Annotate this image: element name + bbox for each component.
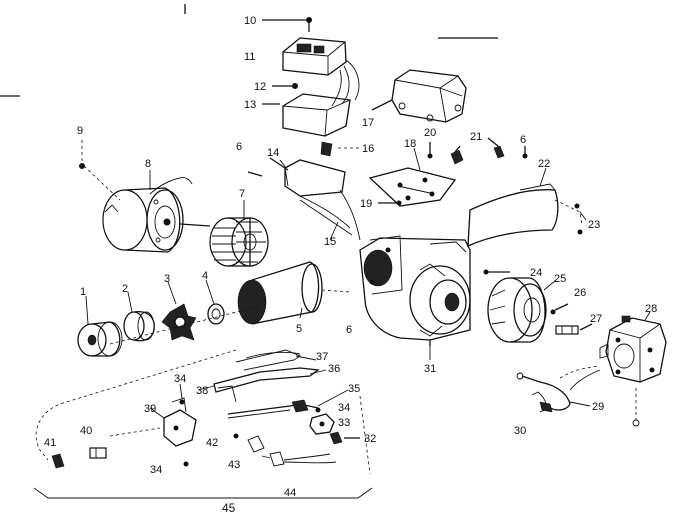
air-band-1 <box>77 321 123 357</box>
callout-12: 12 <box>254 81 266 93</box>
oil-line-29 <box>516 365 601 411</box>
tube-5 <box>237 261 351 325</box>
air-tube-22 <box>467 183 583 248</box>
callout-24: 24 <box>530 267 542 279</box>
callout-7: 7 <box>239 188 245 200</box>
screw-19 <box>378 200 402 206</box>
screw-26 <box>550 303 569 315</box>
callout-17: 17 <box>362 117 374 129</box>
callout-36: 36 <box>328 363 340 375</box>
leader-lines <box>85 147 651 419</box>
coupling-27 <box>555 323 593 335</box>
electrode-37 <box>245 351 301 359</box>
screw-24 <box>483 269 510 275</box>
callout-13: 13 <box>244 99 256 111</box>
callout-4: 4 <box>202 270 208 282</box>
grommet-16 <box>320 141 360 157</box>
callout-28: 28 <box>645 303 657 315</box>
electrode-holder-38 <box>217 385 237 403</box>
callout-14: 14 <box>267 147 279 159</box>
terminal-44 <box>261 451 337 467</box>
callout-42: 42 <box>206 437 218 449</box>
callout-10: 10 <box>244 15 256 27</box>
callout-38: 38 <box>196 385 208 397</box>
spacer-4 <box>207 303 225 325</box>
callout-35: 35 <box>348 383 360 395</box>
fitting-41 <box>51 453 65 469</box>
callout-33: 33 <box>338 417 350 429</box>
callout-8: 8 <box>145 158 151 170</box>
callout-11: 11 <box>244 51 255 63</box>
callout-26: 26 <box>574 287 586 299</box>
fan-wheel-3 <box>161 303 197 341</box>
callout-29: 29 <box>592 401 604 413</box>
screw-9 <box>79 140 121 201</box>
screw-10 <box>262 17 312 32</box>
callout-labels: 1 2 3 4 5 6 6 6 7 8 9 10 11 12 13 14 15 … <box>44 15 657 515</box>
ignition-transformer-17 <box>371 69 467 123</box>
fittings-21 <box>450 137 528 165</box>
callout-16: 16 <box>362 143 374 155</box>
callout-9: 9 <box>77 125 83 137</box>
callout-21: 21 <box>470 131 482 143</box>
screw-34c <box>183 461 189 467</box>
pump-adapter-25 <box>487 277 547 343</box>
electrode-36 <box>213 349 320 393</box>
callout-18: 18 <box>404 138 416 150</box>
callout-27: 27 <box>590 313 602 325</box>
callout-6-fitting: 6 <box>520 134 526 146</box>
callout-25: 25 <box>554 273 566 285</box>
callout-31: 31 <box>424 363 436 375</box>
screw-12 <box>272 83 298 89</box>
callout-34-right: 34 <box>338 402 350 414</box>
nozzle-30 <box>531 391 553 413</box>
callout-20: 20 <box>424 127 436 139</box>
fuel-pump-28 <box>599 315 667 427</box>
bracket-39 <box>163 397 197 447</box>
wire-15 <box>299 199 353 236</box>
callout-6-housing: 6 <box>346 324 352 336</box>
callout-1: 1 <box>80 286 86 298</box>
fitting-33 <box>309 407 335 435</box>
callout-22: 22 <box>538 158 550 170</box>
callout-19: 19 <box>360 198 372 210</box>
burner-housing-31 <box>359 235 471 346</box>
nozzle-line-35 <box>227 399 319 419</box>
fitting-40 <box>89 447 107 459</box>
primary-control-11 <box>282 37 360 107</box>
callout-34-bottom: 34 <box>150 464 162 476</box>
sub-base-13 <box>262 93 351 137</box>
callout-37: 37 <box>316 351 328 363</box>
callout-32: 32 <box>364 433 376 445</box>
blower-wheel-7 <box>209 217 269 267</box>
callout-43: 43 <box>228 459 240 471</box>
callout-2: 2 <box>122 283 128 295</box>
callout-15: 15 <box>324 236 336 248</box>
callout-5: 5 <box>296 323 302 335</box>
callout-6-motor: 6 <box>236 141 242 153</box>
callout-40: 40 <box>80 425 92 437</box>
shaft-centerline <box>109 305 261 345</box>
cover-plate-18 <box>368 167 457 207</box>
callout-45: 45 <box>222 501 236 515</box>
callout-34-left: 34 <box>174 373 186 385</box>
motor-8 <box>102 177 211 253</box>
nut-32 <box>329 431 360 445</box>
air-shutter-2 <box>123 310 155 342</box>
callout-41: 41 <box>44 437 56 449</box>
corner-marks <box>0 4 498 97</box>
callout-44: 44 <box>284 487 296 499</box>
callout-3: 3 <box>164 273 170 285</box>
callout-30: 30 <box>514 425 526 437</box>
screw-42 <box>233 433 239 439</box>
screw-20 <box>427 142 433 159</box>
clip-43 <box>247 435 265 453</box>
callout-39: 39 <box>144 403 156 415</box>
mounting-bracket-14 <box>247 157 361 241</box>
assembly-outline-45 <box>33 349 373 499</box>
screw-34b <box>179 399 185 405</box>
callout-23: 23 <box>588 219 600 231</box>
